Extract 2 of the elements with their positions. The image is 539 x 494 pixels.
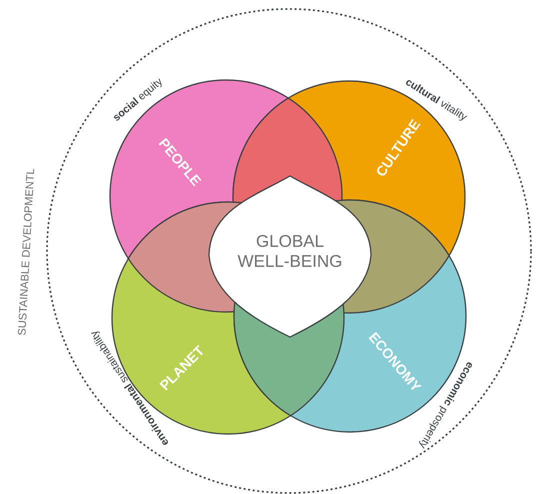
dotted-circle bbox=[46, 8, 532, 494]
circle-label: SUSTAINABLE DEVELOPMENTL bbox=[18, 169, 34, 336]
